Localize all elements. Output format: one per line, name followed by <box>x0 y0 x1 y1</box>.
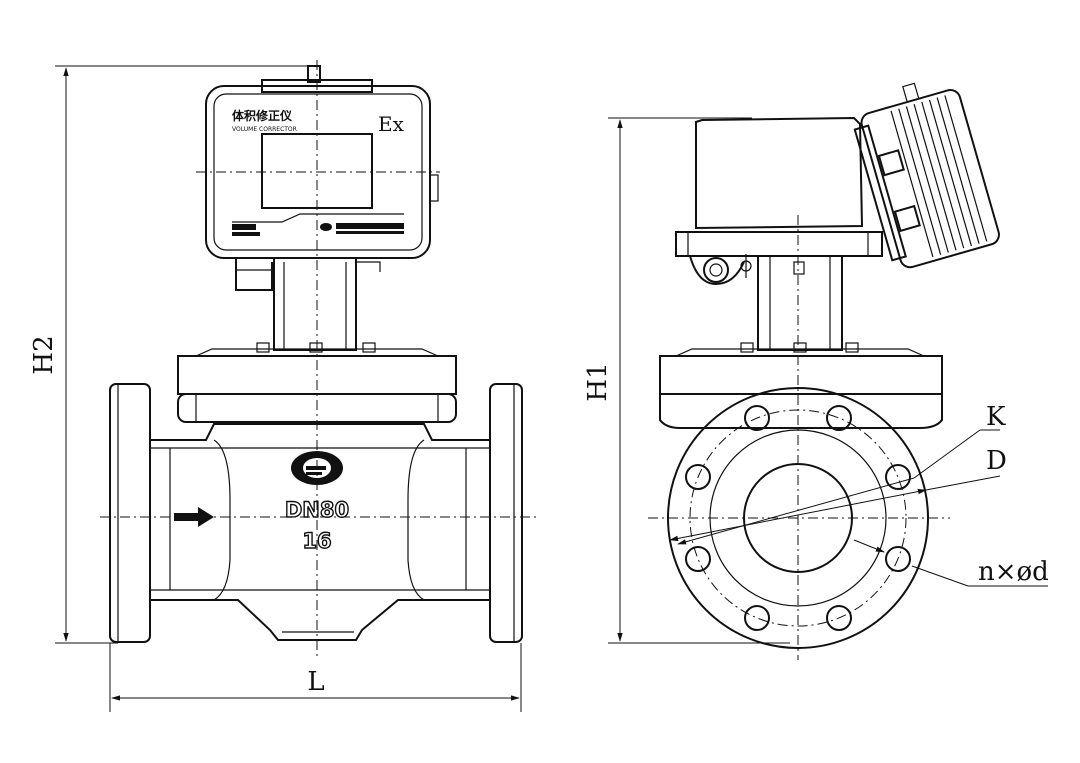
dimension-bolt-holes: n×ød <box>853 539 1049 587</box>
label-h2: H2 <box>29 335 59 374</box>
right-flange <box>489 383 523 643</box>
side-cover-plate <box>659 342 943 429</box>
display-title-cn: 体积修正仪 <box>232 108 293 123</box>
front-neck <box>235 257 381 351</box>
side-housing <box>675 116 883 286</box>
label-h1: H1 <box>583 362 613 401</box>
label-bolt-holes: n×ød <box>978 557 1049 587</box>
label-l: L <box>307 667 324 697</box>
bolt-heads <box>256 342 376 353</box>
label-k: K <box>986 402 1006 432</box>
front-view: H2 L 体积修正仪 VOLUME CORRECTOR Ex <box>29 60 538 712</box>
dimension-h1: H1 <box>583 117 790 644</box>
dimension-h2: H2 <box>29 65 318 644</box>
ex-mark: Ex <box>378 112 405 136</box>
tilted-display-head <box>853 82 1000 269</box>
volume-corrector-head: 体积修正仪 VOLUME CORRECTOR Ex <box>205 65 439 259</box>
dimension-d: D <box>669 446 1007 542</box>
left-flange <box>109 383 151 643</box>
dimension-k: K <box>677 402 1006 545</box>
display-title-en: VOLUME CORRECTOR <box>232 126 297 133</box>
bolt-holes <box>685 405 911 631</box>
label-d: D <box>986 446 1007 476</box>
dimension-l: L <box>109 643 522 712</box>
valve-body <box>150 423 490 641</box>
side-neck <box>757 255 843 351</box>
side-view: H1 <box>583 82 1049 660</box>
